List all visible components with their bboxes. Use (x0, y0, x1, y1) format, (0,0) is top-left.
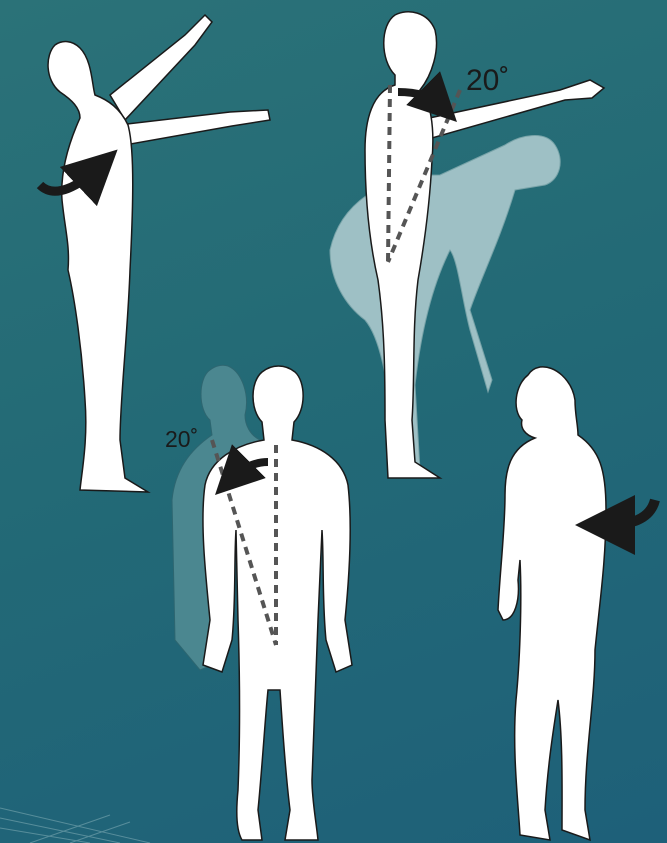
rotation-arrow (605, 500, 655, 525)
floor-grid (0, 808, 150, 843)
standing-side-figure (498, 367, 606, 840)
rotation-angle-label: 20˚ (165, 428, 198, 451)
extended-arm (420, 80, 604, 140)
reaching-arm-lower (118, 110, 270, 145)
body-silhouette (498, 367, 606, 840)
bend-angle-label: 20˚ (466, 66, 509, 96)
reaching-arm-upper (110, 15, 212, 120)
